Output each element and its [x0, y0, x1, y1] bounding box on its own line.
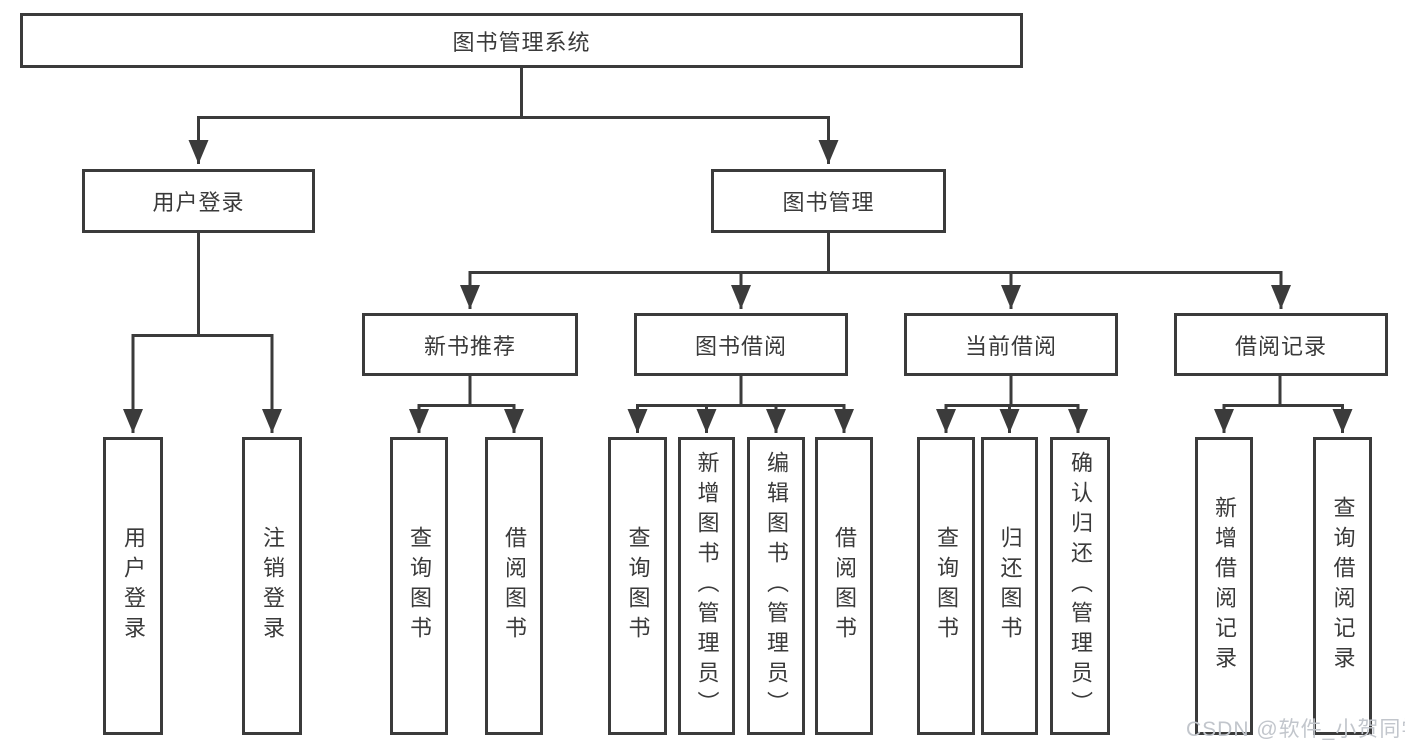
leaf-current-return-label: 归还图书 [997, 526, 1023, 646]
leaf-newbook-query: 查询图书 [390, 437, 448, 735]
leaf-current-confirm-admin-label: 确认归还（管理员） [1068, 451, 1093, 721]
leaf-borrow-borrow: 借阅图书 [815, 437, 873, 735]
leaf-current-query-label: 查询图书 [934, 526, 959, 646]
node-borrowing-records-label: 借阅记录 [1234, 333, 1327, 359]
leaf-logout-label: 注销登录 [260, 526, 285, 646]
node-new-book-recommend: 新书推荐 [362, 313, 578, 376]
leaf-record-add-label: 新增借阅记录 [1212, 496, 1237, 676]
node-current-borrowing-label: 当前借阅 [964, 333, 1057, 359]
node-book-borrowing: 图书借阅 [634, 313, 848, 376]
node-new-book-recommend-label: 新书推荐 [423, 333, 516, 359]
leaf-current-confirm-admin: 确认归还（管理员） [1050, 437, 1110, 735]
node-root: 图书管理系统 [20, 13, 1023, 68]
leaf-borrow-add-admin-label: 新增图书（管理员） [694, 451, 720, 721]
node-root-label: 图书管理系统 [452, 29, 591, 55]
node-current-borrowing: 当前借阅 [904, 313, 1118, 376]
node-book-management-label: 图书管理 [782, 190, 875, 215]
node-borrowing-records: 借阅记录 [1174, 313, 1388, 376]
leaf-borrow-query-label: 查询图书 [625, 526, 651, 646]
csdn-watermark: CSDN @软件_小贺同学 [1186, 718, 1405, 741]
node-book-borrowing-label: 图书借阅 [694, 333, 787, 359]
leaf-borrow-add-admin: 新增图书（管理员） [678, 437, 735, 735]
leaf-borrow-edit-admin: 编辑图书（管理员） [747, 437, 805, 735]
leaf-record-query: 查询借阅记录 [1313, 437, 1372, 735]
leaf-current-return: 归还图书 [981, 437, 1038, 735]
leaf-newbook-query-label: 查询图书 [407, 526, 432, 646]
leaf-borrow-query: 查询图书 [608, 437, 667, 735]
leaf-borrow-edit-admin-label: 编辑图书（管理员） [764, 451, 789, 721]
leaf-borrow-borrow-label: 借阅图书 [832, 526, 857, 646]
leaf-logout: 注销登录 [242, 437, 302, 735]
leaf-newbook-borrow: 借阅图书 [485, 437, 543, 735]
leaf-user-login-label: 用户登录 [121, 526, 146, 646]
node-user-login-label: 用户登录 [152, 190, 245, 215]
leaf-record-add: 新增借阅记录 [1195, 437, 1253, 735]
leaf-current-query: 查询图书 [917, 437, 975, 735]
leaf-record-query-label: 查询借阅记录 [1330, 496, 1356, 676]
leaf-newbook-borrow-label: 借阅图书 [502, 526, 527, 646]
leaf-user-login: 用户登录 [103, 437, 163, 735]
node-book-management: 图书管理 [711, 169, 946, 233]
node-user-login: 用户登录 [82, 169, 315, 233]
